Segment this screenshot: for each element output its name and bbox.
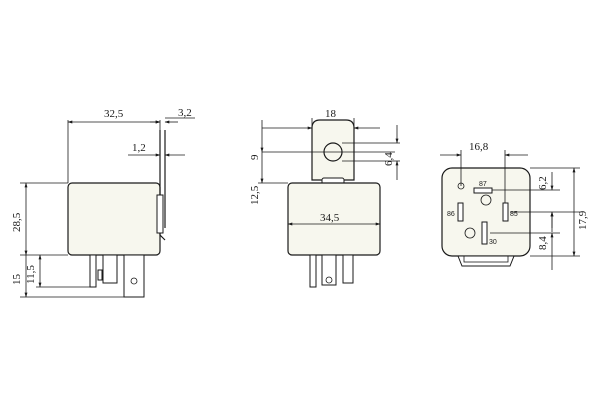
dim-side-width: 32,5: [104, 108, 124, 120]
bottom-view-hole-2: [480, 194, 492, 206]
dim-bottom-total: 17,9: [577, 210, 589, 230]
dim-front-hole-pos: 9: [249, 154, 261, 160]
side-view-pin-small: [97, 269, 103, 281]
pin-85-label: 85: [510, 211, 518, 218]
dim-front-tab-width: 18: [325, 108, 337, 120]
bottom-view-foot: [457, 255, 515, 267]
side-view-bracket-block: [156, 194, 164, 234]
bottom-view: 87 86 85 30 16,8 6,2 8,4 17,9: [440, 141, 589, 270]
dim-front-body-width: 34,5: [320, 212, 340, 224]
dim-side-tab-thickness: 1,2: [132, 142, 146, 154]
dim-bottom-spacing-top: 6,2: [537, 176, 549, 190]
pin-85-blade: [502, 202, 509, 222]
side-view-bracket: [159, 130, 166, 241]
pin-86-blade: [457, 202, 464, 222]
dim-side-total-pin: 15: [11, 274, 23, 286]
dim-bottom-pin-spacing: 16,8: [469, 141, 489, 153]
side-view-body: [67, 182, 161, 256]
side-view-pin-hole: [130, 277, 138, 285]
pin-30-blade: [481, 221, 488, 245]
side-view-pin-3: [123, 254, 145, 298]
dim-side-pin-length: 11,5: [25, 265, 37, 284]
dim-side-height: 28,5: [11, 212, 23, 232]
front-view-mount-tab: [311, 119, 355, 181]
dim-bottom-spacing-bottom: 8,4: [537, 236, 549, 250]
pin-87-label: 87: [479, 181, 487, 188]
front-view-pin-hole: [325, 276, 333, 284]
front-view: 18 9 6,4 12,5 34,5: [249, 108, 400, 288]
dim-side-tab-offset: 3,2: [178, 107, 192, 119]
pin-30-label: 30: [489, 239, 497, 246]
side-view-pin-1: [89, 254, 97, 288]
front-view-pin-3: [342, 254, 354, 284]
dim-front-body-offset: 12,5: [249, 185, 261, 205]
pin-87-blade: [473, 187, 493, 194]
side-view-pin-2: [102, 254, 118, 284]
front-view-pin-1: [309, 254, 317, 288]
front-view-pin-2: [321, 254, 337, 286]
bottom-view-hole-3: [464, 227, 476, 239]
pin-86-label: 86: [447, 211, 455, 218]
dim-front-hole-dia: 6,4: [383, 152, 395, 166]
bottom-view-foot-inner: [463, 255, 509, 263]
side-view: 32,5 3,2 1,2 28,5 11,5 15: [11, 107, 195, 298]
